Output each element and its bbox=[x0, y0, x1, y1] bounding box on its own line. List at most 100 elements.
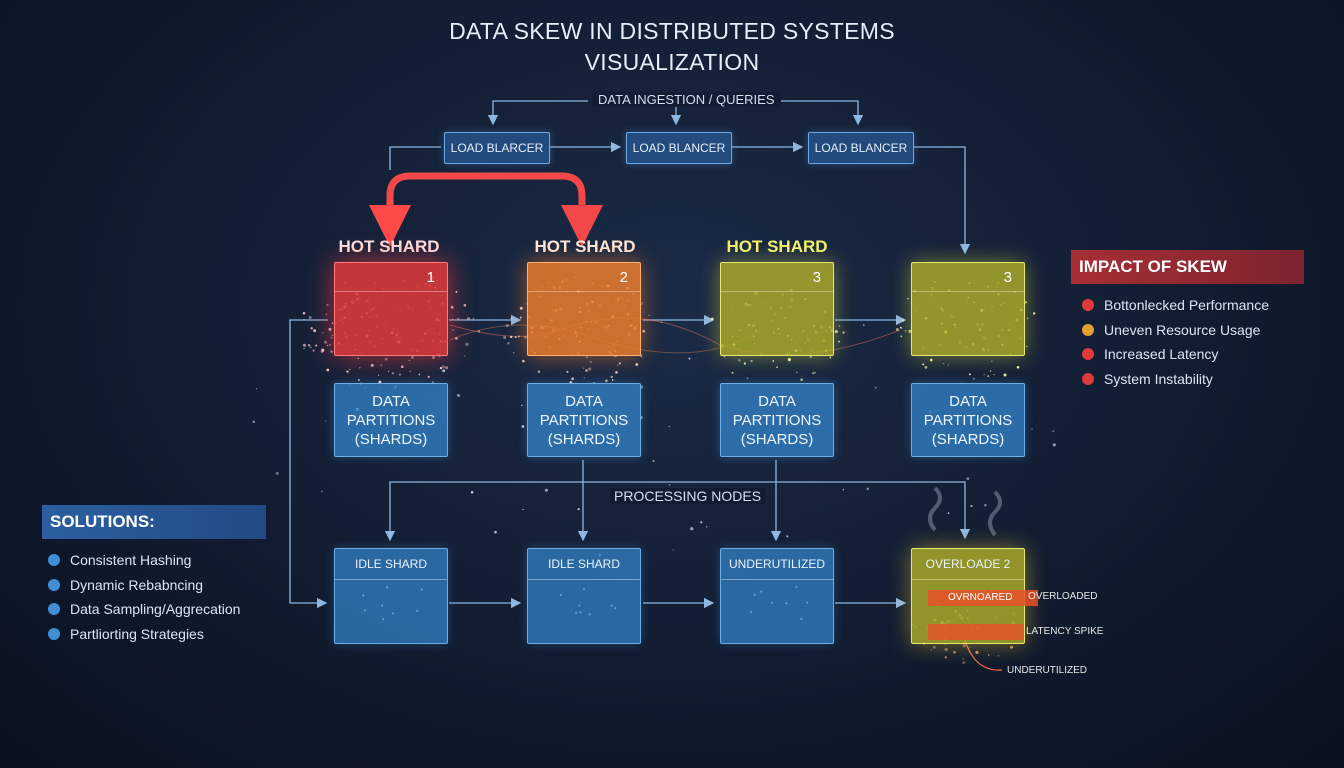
load-balancer-3[interactable]: LOAD BLANCER bbox=[808, 132, 914, 164]
data-particle bbox=[411, 356, 414, 359]
data-particle bbox=[455, 290, 458, 293]
data-particle bbox=[524, 335, 527, 339]
data-particle bbox=[442, 365, 445, 369]
shard-4[interactable]: 3 bbox=[911, 262, 1025, 356]
data-particle bbox=[439, 366, 443, 370]
bullet-icon bbox=[1082, 299, 1094, 312]
data-particle bbox=[377, 374, 380, 377]
data-particle bbox=[387, 370, 390, 372]
data-particle bbox=[349, 368, 351, 371]
data-particle bbox=[750, 359, 753, 363]
shard-4-number: 3 bbox=[1003, 269, 1012, 286]
data-particle bbox=[786, 535, 789, 538]
data-particle bbox=[451, 328, 454, 332]
data-particle bbox=[953, 650, 956, 654]
data-particle bbox=[503, 335, 507, 340]
hot-shard-3[interactable]: 3 bbox=[720, 262, 834, 356]
data-particle bbox=[962, 657, 964, 660]
data-particle bbox=[842, 489, 845, 491]
data-particle bbox=[660, 321, 663, 324]
latency-spike-tag: LATENCY SPIKE bbox=[1026, 626, 1104, 637]
data-particle bbox=[329, 344, 331, 346]
data-particle bbox=[505, 324, 509, 328]
data-particle bbox=[321, 331, 324, 334]
shard-2-number: 2 bbox=[619, 269, 628, 286]
data-particle bbox=[465, 342, 469, 346]
data-particle bbox=[648, 314, 650, 316]
data-particle bbox=[947, 512, 950, 514]
load-balancer-2[interactable]: LOAD BLANCER bbox=[626, 132, 732, 164]
data-particle bbox=[510, 317, 513, 320]
data-partition-1[interactable]: DATA PARTITIONS (SHARDS) bbox=[334, 383, 448, 457]
data-particle bbox=[326, 368, 330, 372]
data-particle bbox=[408, 359, 410, 362]
data-particle bbox=[874, 386, 877, 389]
bullet-icon bbox=[48, 627, 60, 640]
data-particle bbox=[431, 381, 434, 384]
data-particle bbox=[900, 335, 903, 338]
data-particle bbox=[312, 349, 315, 352]
data-particle bbox=[908, 329, 912, 333]
data-particle bbox=[895, 328, 899, 331]
data-particle bbox=[330, 336, 333, 339]
data-particle bbox=[705, 526, 708, 528]
data-particle bbox=[384, 357, 388, 361]
data-particle bbox=[1052, 430, 1055, 433]
data-particle bbox=[947, 364, 950, 367]
data-particle bbox=[303, 343, 306, 347]
data-particle bbox=[616, 364, 619, 366]
hot-shard-1[interactable]: 1 bbox=[334, 262, 448, 356]
data-particle bbox=[635, 363, 639, 366]
data-particle bbox=[566, 370, 569, 374]
data-particle bbox=[521, 425, 525, 428]
data-particle bbox=[331, 322, 334, 324]
data-particle bbox=[640, 303, 643, 305]
data-particle bbox=[275, 471, 279, 475]
data-particle bbox=[838, 340, 841, 343]
data-particle bbox=[641, 302, 644, 304]
solutions-heading: SOLUTIONS: bbox=[42, 505, 266, 539]
hot-shard-2[interactable]: 2 bbox=[527, 262, 641, 356]
data-partition-4[interactable]: DATA PARTITIONS (SHARDS) bbox=[911, 383, 1025, 457]
data-particle bbox=[378, 380, 382, 384]
data-particle bbox=[583, 367, 585, 369]
data-particle bbox=[320, 350, 324, 354]
data-particle bbox=[615, 371, 618, 374]
data-particle bbox=[668, 425, 670, 428]
load-balancer-1[interactable]: LOAD BLARCER bbox=[444, 132, 550, 164]
data-particle bbox=[1016, 365, 1020, 369]
data-particle bbox=[445, 366, 449, 370]
data-particle bbox=[989, 370, 992, 372]
data-particle bbox=[255, 388, 258, 390]
hot-redirect-arrow bbox=[386, 172, 603, 247]
processing-node-1[interactable]: IDLE SHARD bbox=[334, 548, 448, 644]
data-particle bbox=[308, 315, 312, 319]
data-particle bbox=[1010, 645, 1013, 649]
data-particle bbox=[929, 358, 933, 362]
data-particle bbox=[512, 351, 515, 354]
data-particle bbox=[522, 359, 525, 363]
data-particle bbox=[427, 375, 430, 379]
data-particle bbox=[1024, 301, 1028, 304]
data-particle bbox=[307, 344, 311, 347]
data-particle bbox=[907, 297, 909, 300]
data-particle bbox=[738, 359, 741, 362]
data-particle bbox=[324, 340, 328, 344]
data-particle bbox=[577, 507, 580, 511]
data-partition-3[interactable]: DATA PARTITIONS (SHARDS) bbox=[720, 383, 834, 457]
data-particle bbox=[510, 335, 513, 339]
data-particle bbox=[743, 362, 747, 365]
data-particle bbox=[330, 350, 333, 353]
data-particle bbox=[988, 654, 990, 656]
bullet-icon bbox=[1082, 372, 1094, 385]
data-particle bbox=[776, 366, 778, 369]
data-particle bbox=[610, 375, 613, 379]
data-particle bbox=[418, 373, 421, 376]
processing-node-3[interactable]: UNDERUTILIZED bbox=[720, 548, 834, 644]
data-partition-2[interactable]: DATA PARTITIONS (SHARDS) bbox=[527, 383, 641, 457]
solution-item: Data Sampling/Aggrecation bbox=[48, 597, 240, 622]
processing-node-2[interactable]: IDLE SHARD bbox=[527, 548, 641, 644]
data-particle bbox=[1026, 317, 1029, 320]
data-particle bbox=[302, 312, 306, 315]
data-particle bbox=[672, 549, 674, 551]
